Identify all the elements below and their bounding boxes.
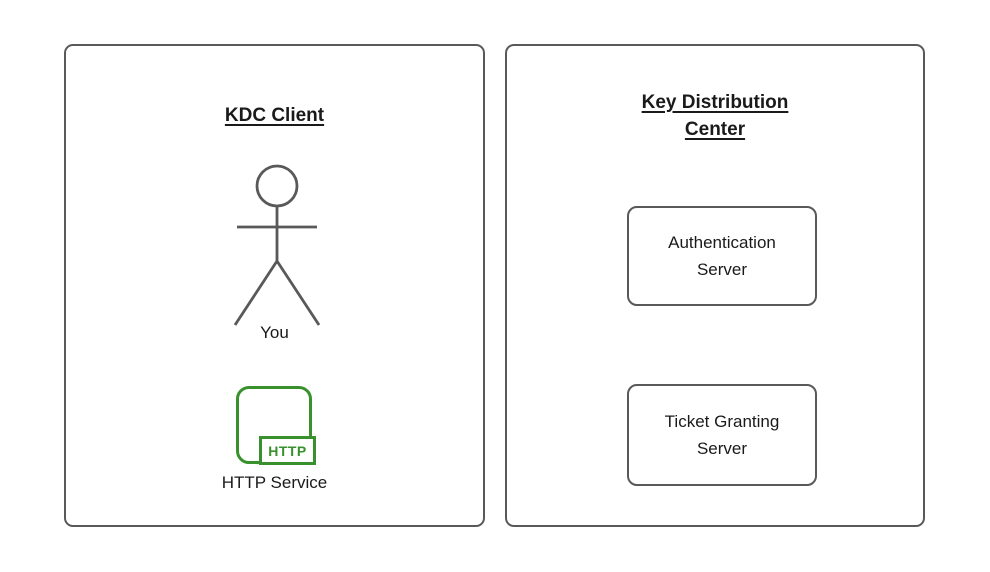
http-service-label: HTTP Service: [221, 473, 328, 492]
actor-label: You: [260, 323, 289, 342]
ticket-granting-server-box: Ticket Granting Server: [627, 384, 817, 486]
http-badge: HTTP: [259, 436, 316, 465]
authentication-server-box: Authentication Server: [627, 206, 817, 306]
key-distribution-center-title: Key Distribution Center: [641, 92, 789, 140]
kdc-client-panel: KDC Client You HTTP HTTP Service: [64, 44, 485, 527]
kdc-client-title: KDC Client: [224, 105, 325, 126]
key-distribution-center-panel: Key Distribution Center Authentication S…: [505, 44, 925, 527]
actor-stick-figure-icon: [233, 164, 321, 326]
